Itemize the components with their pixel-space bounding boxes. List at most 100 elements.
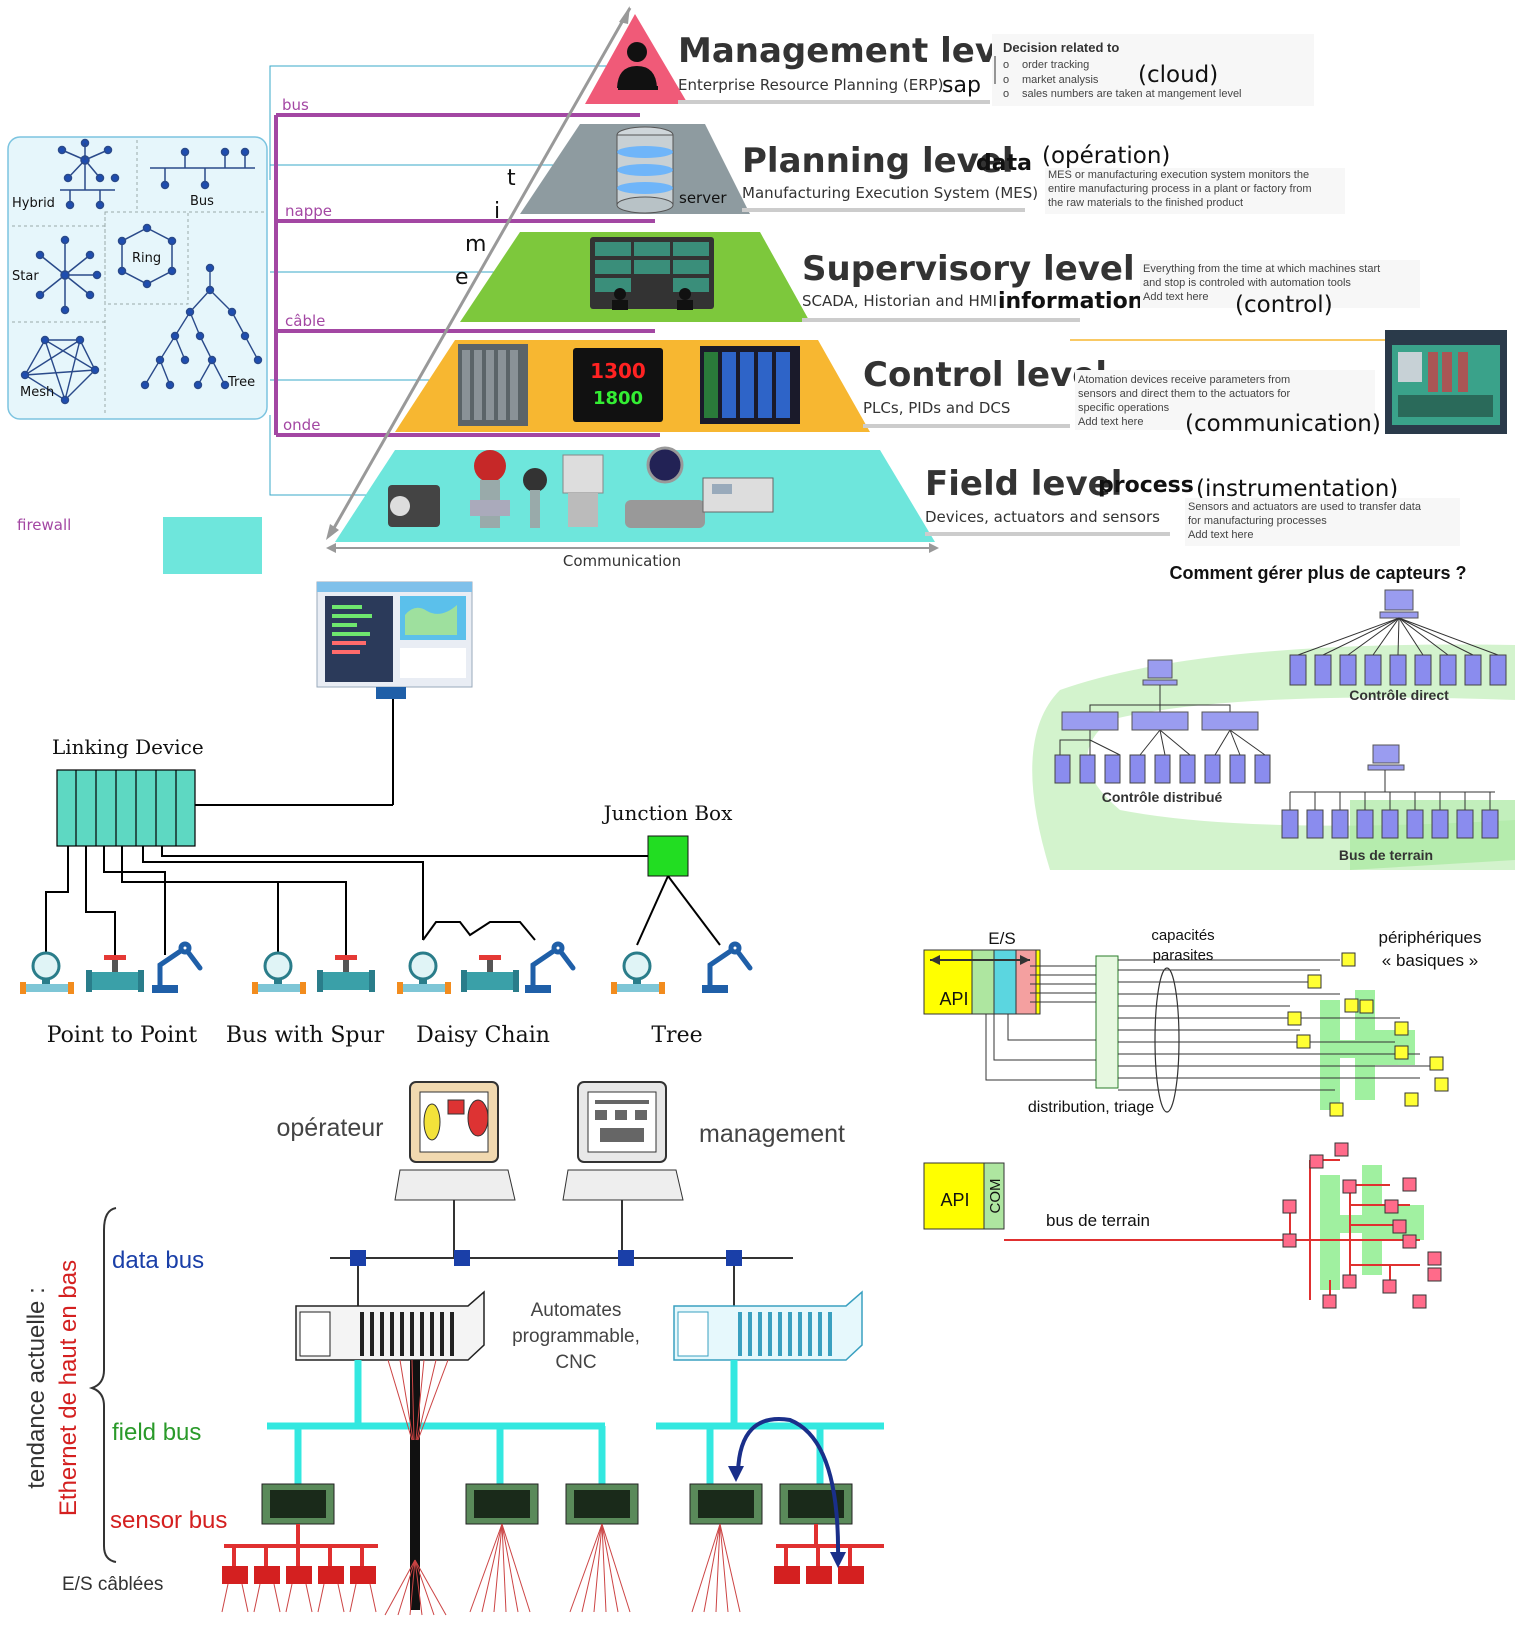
hybrid-label: Hybrid (12, 196, 55, 211)
field-paren: (instrumentation) (1196, 476, 1398, 502)
automates-line: Automates (531, 1300, 622, 1321)
control-note-line: Atomation devices receive parameters fro… (1078, 374, 1290, 386)
linking-device-diagram: Linking Device Junction Box (20, 581, 753, 1048)
api2-label: API (940, 1190, 969, 1210)
bottom-network-diagram: opérateur management data bus Automates … (23, 1081, 884, 1616)
io-wires (985, 959, 1440, 1091)
operateur-label: opérateur (276, 1114, 383, 1142)
server-database-icon (616, 126, 674, 214)
side-label-ethernet: Ethernet de haut en bas (55, 1260, 82, 1516)
robot-arm-icons (152, 941, 753, 993)
management-level-title: Management level (678, 31, 1032, 71)
sensor-bus-left (224, 1524, 378, 1566)
pid-display-top: 1300 (590, 359, 646, 383)
control-note-line: specific operations (1078, 402, 1170, 414)
fieldbus-nodes (1282, 1142, 1442, 1309)
supervisory-note-line: Add text here (1143, 291, 1208, 303)
star-topology-icon (35, 235, 102, 315)
supervisory-note-line: Everything from the time at which machin… (1143, 263, 1380, 275)
planning-paren: (opération) (1042, 143, 1170, 169)
sensors-panel: Comment gérer plus de capteurs ? Contrôl… (1032, 563, 1515, 870)
manager-icon (617, 42, 658, 90)
computer-monitor-icon (316, 581, 473, 699)
linking-device-label: Linking Device (52, 735, 204, 759)
management-note-item: order tracking (1022, 59, 1089, 71)
direct-control-label: Contrôle direct (1349, 687, 1449, 703)
supervisory-note-box (1140, 260, 1420, 308)
planning-level-tag: data (976, 151, 1032, 176)
control-level-title: Control level (863, 355, 1107, 395)
time-axis (328, 7, 632, 536)
side-brace (88, 1207, 117, 1563)
direct-control-lines (1297, 617, 1499, 656)
sensor-bus-left-leads (221, 1583, 377, 1613)
field-level-tag: process (1098, 473, 1194, 498)
basiques-label: « basiques » (1382, 951, 1478, 970)
api-label: API (939, 989, 968, 1009)
hmi-panel-image (1385, 330, 1507, 434)
planning-note-line: the raw materials to the finished produc… (1048, 197, 1243, 209)
valve-icons (86, 955, 519, 992)
management-note-title: Decision related to (1003, 40, 1119, 55)
mesh-label: Mesh (20, 385, 54, 400)
field-note-line: Add text here (1188, 529, 1253, 541)
hybrid-topology-icon (57, 138, 120, 210)
scada-monitors-icon (590, 237, 714, 310)
management-note-box (992, 34, 1314, 106)
control-paren: (communication) (1185, 411, 1381, 437)
topology-tree: Tree (651, 1023, 702, 1048)
server-label: server (679, 189, 727, 207)
mesh-topology-icon (20, 335, 100, 405)
supervisory-level-subtitle: SCADA, Historian and HMI (802, 292, 997, 310)
field-note-box (1185, 498, 1460, 546)
field-devices-icon (388, 446, 774, 528)
pressure-gauge-icons (20, 951, 665, 994)
data-bus-label: data bus (112, 1247, 204, 1274)
automates-line: programmable, (512, 1326, 640, 1347)
firewall-label: firewall (17, 516, 71, 534)
side-label-tendance: tendance actuelle : (23, 1287, 50, 1488)
time-letter-m: m (465, 232, 486, 257)
cable-label-nappe: nappe (285, 202, 332, 220)
io-modules (261, 1483, 853, 1525)
io-wiring-panel: E/S API capacités parasites périphérique… (923, 927, 1482, 1309)
firewall-block (163, 517, 262, 574)
peripheral-squares (1287, 952, 1449, 1117)
control-note-box (1075, 370, 1375, 430)
control-level-subtitle: PLCs, PIDs and DCS (863, 399, 1010, 417)
field-level-subtitle: Devices, actuators and sensors (925, 508, 1160, 526)
field-bus-lines (267, 1360, 884, 1484)
management-note-bullet: o (1003, 59, 1009, 71)
field-level-title: Field level (925, 464, 1122, 504)
linking-device-box (56, 769, 196, 847)
pid-controller-icon: 1300 1800 (573, 348, 663, 422)
es-cablees-label: E/S câblées (62, 1574, 163, 1595)
bus-topology-icon (150, 147, 255, 190)
management-level-subtitle: Enterprise Resource Planning (ERP) (678, 76, 944, 94)
management-level-tag: sap (942, 73, 981, 98)
cable-bars (274, 113, 660, 437)
management-paren: (cloud) (1138, 62, 1218, 88)
management-note-bullet: o (1003, 74, 1009, 86)
planning-level-subtitle: Manufacturing Execution System (MES) (742, 184, 1038, 202)
pid-display-bottom: 1800 (593, 388, 643, 409)
tree-label: Tree (227, 375, 255, 390)
blue-arrow (736, 1417, 841, 1561)
plc-device-icon (458, 344, 528, 426)
time-letter-i: i (494, 199, 500, 224)
plc-fanout-wires (384, 1359, 449, 1616)
junction-box-label: Junction Box (602, 801, 733, 825)
topology-daisy-chain: Daisy Chain (416, 1023, 550, 1048)
supervisory-paren: (control) (1235, 292, 1333, 318)
automates-line: CNC (555, 1352, 596, 1373)
time-letter-t: t (507, 166, 516, 191)
supervisory-note-line: and stop is controled with automation to… (1143, 277, 1351, 289)
field-note-line: Sensors and actuators are used to transf… (1188, 501, 1422, 513)
peripheriques-label: périphériques (1378, 928, 1481, 947)
planning-note-box (1045, 168, 1345, 214)
planning-note-line: entire manufacturing process in a plant … (1048, 183, 1312, 195)
cable-label-onde: onde (283, 416, 320, 434)
topology-point-to-point: Point to Point (47, 1023, 198, 1048)
sensor-bus-left-devices (222, 1566, 376, 1584)
sensor-bus-right (776, 1524, 884, 1566)
